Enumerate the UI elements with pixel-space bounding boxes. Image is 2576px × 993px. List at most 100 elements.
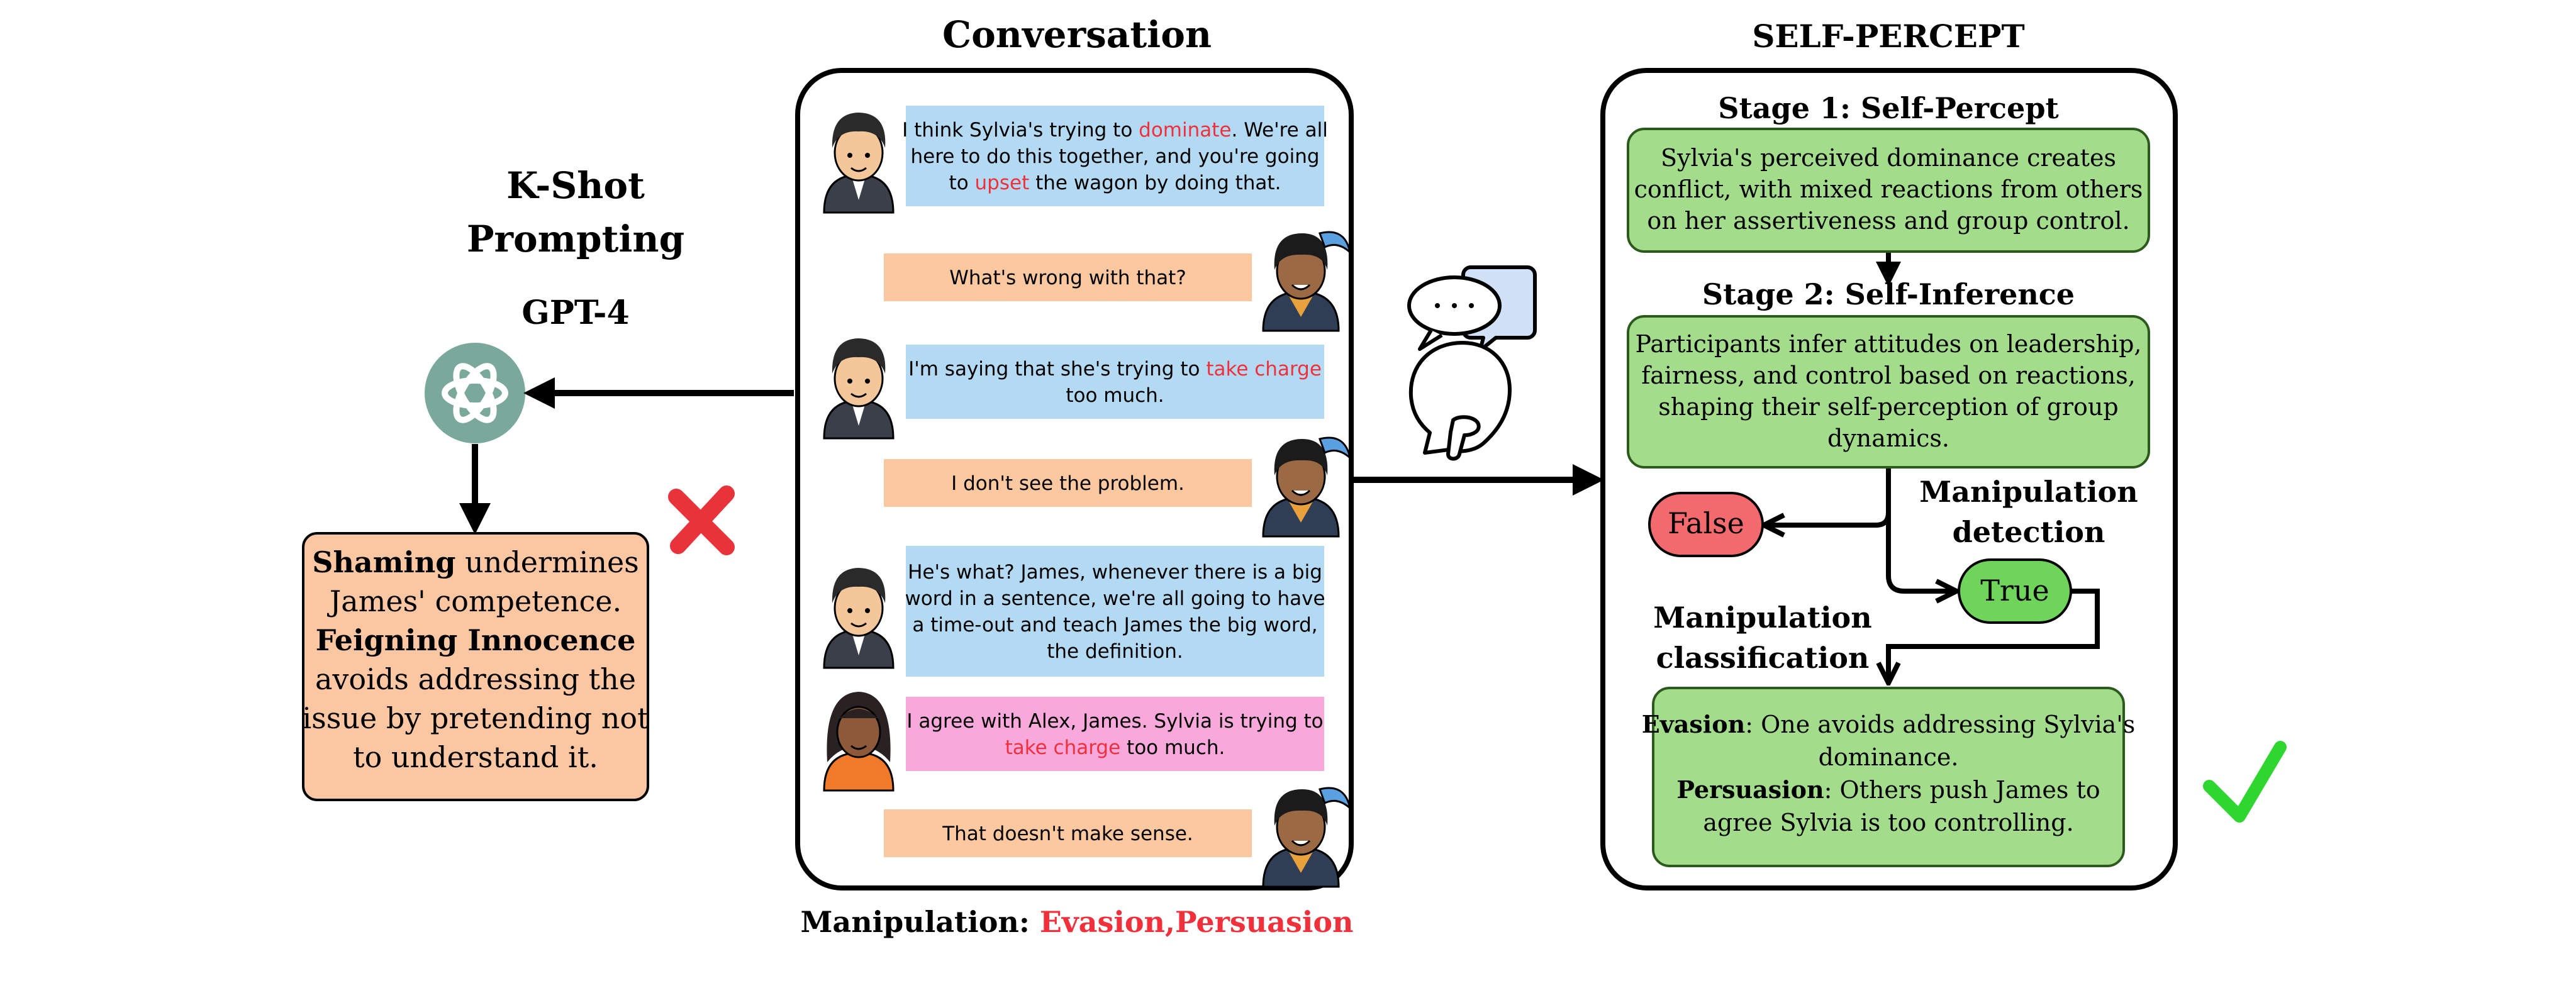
chat-bubble (906, 697, 1324, 771)
text-line: to upset the wagon by doing that. (949, 172, 1281, 194)
text-line: James' competence. (327, 584, 622, 618)
text-segment: I'm saying that she's trying to (908, 358, 1206, 380)
chat-bubble-text: That doesn't make sense. (942, 823, 1193, 845)
text-segment: Feigning Innocence (316, 623, 636, 657)
text-line: Evasion: One avoids addressing Sylvia's (1642, 710, 2135, 738)
text-line: avoids addressing the (315, 662, 636, 696)
james-avatar-icon (1262, 787, 1352, 888)
text-line: take charge too much. (1005, 736, 1225, 759)
text-line: too much. (1066, 384, 1164, 407)
correct-check-icon (2203, 741, 2287, 823)
text-line: What's wrong with that? (949, 267, 1186, 289)
text-segment: to understand it. (353, 740, 598, 774)
chat-message: I'm saying that she's trying to take cha… (823, 338, 1324, 440)
text-segment: . We're all (1231, 119, 1327, 141)
classification-label-line1: Manipulation (1653, 601, 1871, 635)
chat-messages: I think Sylvia's trying to dominate. We'… (823, 106, 1352, 888)
text-line: shaping their self-perception of group (1658, 393, 2118, 421)
text-line: a time-out and teach James the big word, (912, 614, 1317, 636)
chat-bubble-text: I don't see the problem. (951, 472, 1185, 495)
text-line: fairness, and control based on reactions… (1641, 362, 2136, 389)
text-line: Persuasion: Others push James to (1676, 775, 2100, 804)
chat-message: That doesn't make sense. (884, 787, 1352, 888)
chat-message: He's what? James, whenever there is a bi… (823, 546, 1325, 677)
kshot-answer-box (302, 532, 649, 801)
text-line: dynamics. (1827, 424, 1949, 452)
text-segment: Evasion (1642, 710, 1745, 738)
chat-message: I don't see the problem. (884, 436, 1352, 538)
text-line: I agree with Alex, James. Sylvia is tryi… (906, 710, 1323, 733)
text-segment: too much. (1120, 736, 1225, 759)
text-segment: agree Sylvia is too controlling. (1703, 809, 2073, 836)
chat-message: I think Sylvia's trying to dominate. We'… (823, 106, 1328, 214)
chat-bubble (906, 345, 1324, 419)
text-segment: the definition. (1047, 640, 1183, 663)
false-label: False (1668, 506, 1744, 540)
selfpercept-title: SELF-PERCEPT (1752, 18, 2024, 55)
stage1-title: Stage 1: Self-Percept (1718, 91, 2059, 125)
stage2-text: Participants infer attitudes on leadersh… (1636, 330, 2142, 452)
text-line: word in a sentence, we're all going to h… (905, 587, 1325, 610)
man-avatar-icon (823, 568, 895, 669)
james-avatar-icon (1262, 436, 1352, 538)
text-line: Shaming undermines (312, 545, 639, 579)
text-segment: issue by pretending not (302, 701, 649, 735)
text-segment: He's what? James, whenever there is a bi… (908, 561, 1322, 584)
classification-label-line2: classification (1656, 641, 1870, 675)
chat-bubble (884, 253, 1252, 301)
woman-avatar-icon (823, 692, 895, 792)
classification-result-box (1652, 687, 2125, 867)
false-pill (1648, 492, 1764, 557)
openai-logo-icon (425, 343, 525, 443)
text-segment: upset (975, 172, 1030, 194)
text-segment: shaping their self-perception of group (1658, 393, 2118, 421)
manipulation-label: Manipulation: (800, 905, 1039, 939)
stage1-box (1627, 128, 2150, 253)
text-segment: Sylvia's perceived dominance creates (1661, 144, 2116, 172)
text-segment: Participants infer attitudes on leadersh… (1636, 330, 2142, 358)
text-line: on her assertiveness and group control. (1647, 207, 2129, 235)
chat-bubble-text: I think Sylvia's trying to dominate. We'… (902, 119, 1328, 194)
man-avatar-icon (823, 113, 895, 214)
true-label: True (1980, 574, 2049, 607)
manipulation-value: Evasion,Persuasion (1040, 905, 1354, 939)
text-line: I think Sylvia's trying to dominate. We'… (902, 119, 1328, 141)
text-line: to understand it. (353, 740, 598, 774)
text-segment: : Others push James to (1824, 776, 2100, 804)
james-avatar-icon (1262, 231, 1352, 332)
text-segment: dominance. (1819, 743, 1959, 771)
text-segment: on her assertiveness and group control. (1647, 207, 2129, 235)
text-line: agree Sylvia is too controlling. (1703, 809, 2073, 836)
arrow-true-to-classification (1888, 589, 2100, 680)
text-line: Sylvia's perceived dominance creates (1661, 144, 2116, 172)
conversation-panel: Conversation I think Sylvia's trying to … (795, 13, 1354, 939)
text-segment: James' competence. (327, 584, 622, 618)
conversation-title: Conversation (942, 13, 1212, 56)
text-segment: avoids addressing the (315, 662, 636, 696)
chat-bubble (906, 546, 1324, 677)
text-segment: Shaming (312, 545, 455, 579)
text-line: issue by pretending not (302, 701, 649, 735)
text-segment: fairness, and control based on reactions… (1641, 362, 2136, 389)
text-line: here to do this together, and you're goi… (910, 145, 1319, 168)
chat-bubble-text: I'm saying that she's trying to take cha… (908, 358, 1322, 407)
kshot-title-line2: Prompting (467, 218, 684, 260)
text-line: Participants infer attitudes on leadersh… (1636, 330, 2142, 358)
wrong-cross-icon (668, 485, 735, 555)
chat-bubble-text: I agree with Alex, James. Sylvia is tryi… (906, 710, 1323, 759)
stage2-title: Stage 2: Self-Inference (1702, 277, 2075, 311)
chat-bubble-text: He's what? James, whenever there is a bi… (905, 561, 1325, 663)
detection-label-line2: detection (1953, 515, 2105, 549)
man-avatar-icon (823, 338, 895, 440)
text-segment: I don't see the problem. (951, 472, 1185, 495)
stage1-text: Sylvia's perceived dominance creates conf… (1634, 144, 2143, 235)
text-segment: : One avoids addressing Sylvia's (1745, 711, 2135, 738)
text-segment: That doesn't make sense. (942, 823, 1193, 845)
text-segment: undermines (455, 545, 638, 579)
chat-message: I agree with Alex, James. Sylvia is tryi… (823, 692, 1324, 792)
chat-bubble (906, 106, 1324, 206)
text-segment: What's wrong with that? (949, 267, 1186, 289)
text-segment: to (949, 172, 975, 194)
text-segment: conflict, with mixed reactions from othe… (1634, 175, 2143, 203)
text-segment: take charge (1206, 358, 1322, 380)
